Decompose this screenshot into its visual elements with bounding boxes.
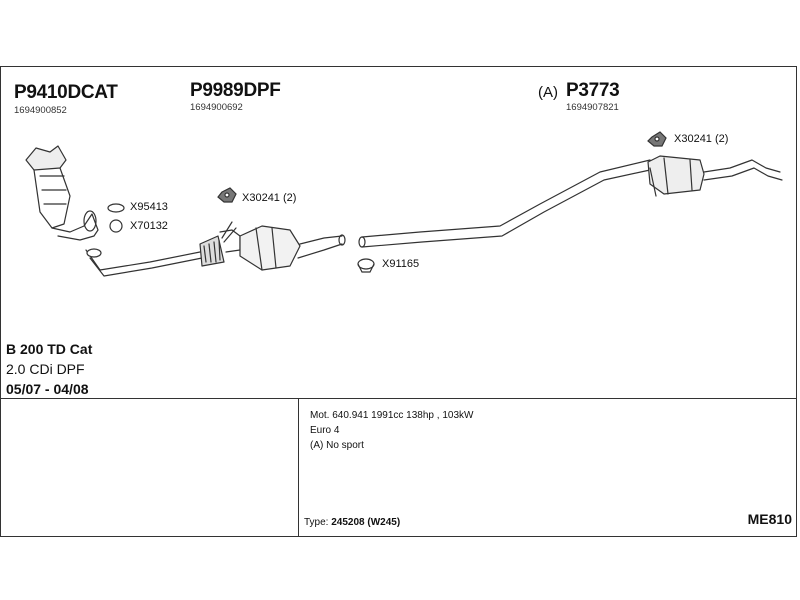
dpf-pipe-part[interactable]	[85, 221, 346, 277]
fitting-label-x95413[interactable]: X95413	[130, 201, 168, 213]
part-number-cat[interactable]: P9410DCAT	[14, 82, 118, 103]
nut-icon[interactable]	[647, 131, 667, 147]
vehicle-years: 05/07 - 04/08	[6, 381, 89, 397]
part-number-rear[interactable]: P3773	[566, 80, 620, 101]
spec-note: (A) No sport	[310, 440, 364, 451]
diagram-frame	[0, 66, 797, 537]
clamp-ring-icon[interactable]	[107, 203, 125, 213]
part-code-dpf: 1694900692	[190, 102, 243, 113]
fitting-label-x30241-rear[interactable]: X30241 (2)	[674, 133, 729, 145]
pipe-clamp-icon[interactable]	[357, 258, 375, 273]
spec-emission: Euro 4	[310, 425, 340, 436]
fitting-label-x70132[interactable]: X70132	[130, 220, 168, 232]
vehicle-type: Type: 245208 (W245)	[304, 517, 400, 528]
fitting-label-x30241-mid[interactable]: X30241 (2)	[242, 192, 297, 204]
nut-icon[interactable]	[217, 187, 237, 203]
exhaust-diagram	[25, 131, 783, 277]
part-prefix-rear: (A)	[538, 84, 558, 101]
part-code-rear: 1694907821	[566, 102, 619, 113]
type-value: 245208 (W245)	[331, 517, 401, 528]
vehicle-engine: 2.0 CDi DPF	[6, 361, 85, 377]
diagram-code: ME810	[747, 511, 792, 527]
spec-engine: Mot. 640.941 1991cc 138hp , 103kW	[310, 410, 474, 421]
info-divider	[298, 398, 299, 536]
rear-silencer-part[interactable]	[358, 155, 783, 248]
part-code-cat: 1694900852	[14, 105, 67, 116]
section-divider	[1, 398, 796, 399]
fitting-label-x91165[interactable]: X91165	[382, 258, 420, 270]
part-number-dpf[interactable]: P9989DPF	[190, 80, 281, 101]
type-label: Type:	[304, 517, 329, 528]
front-catalyst-part[interactable]	[25, 145, 99, 241]
vehicle-model: B 200 TD Cat	[6, 341, 93, 357]
gasket-ring-icon[interactable]	[109, 219, 123, 233]
